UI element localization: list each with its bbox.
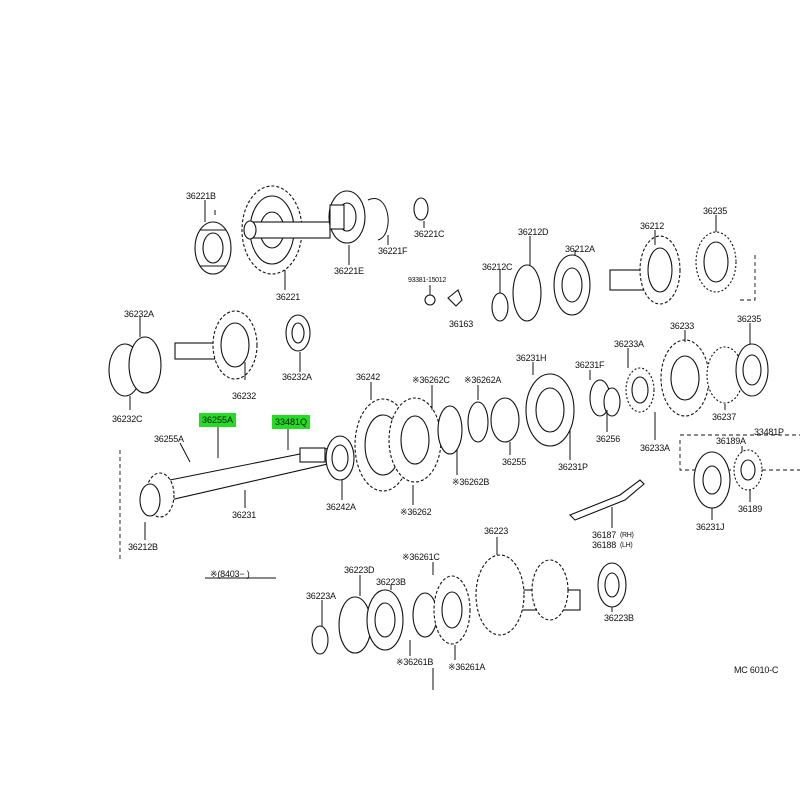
label-36262: ※36262 [400,507,432,517]
part-36262-hub [388,397,442,483]
part-93381-plug [424,294,436,306]
label-36221B: 36221B [186,191,216,201]
part-36262A-ring [467,401,489,443]
label-36232A-2: 36232A [282,372,312,382]
label-36235-mid: 36235 [737,314,762,324]
label-36233A: 36233A [614,339,644,349]
part-36221F-snap-ring [367,198,389,241]
label-36189A: 36189A [716,436,746,446]
part-36223B-hub [366,589,404,651]
label-36261C: ※36261C [402,552,440,562]
part-36235-ring-mid [735,343,769,397]
label-36231F: 36231F [575,360,605,370]
label-36189: 36189 [738,504,763,514]
leader-lines [129,200,751,690]
label-36223B-2: 36223B [604,613,634,623]
label-36261B: ※36261B [396,657,434,667]
part-36232A-collar [285,314,311,352]
part-36221B-bearing [194,221,232,275]
part-36189-gear [733,449,763,491]
label-36242A: 36242A [326,502,356,512]
label-36233: 36233 [670,321,695,331]
part-36235-ring-top [695,231,737,293]
label-36235-top: 36235 [703,206,728,216]
label-36187-rh: (RH) [620,532,634,539]
part-36223A-ring [311,625,329,655]
part-36233-gear [660,339,710,417]
diagram-code: MC 6010-C [734,665,779,675]
label-36221C: 36221C [414,229,445,239]
part-36212A-bearing [553,254,591,316]
label-36262C: ※36262C [412,375,450,385]
label-36231J: 36231J [696,522,725,532]
label-36212B: 36212B [128,542,158,552]
label-36223D: 36223D [344,565,375,575]
part-36187-lever [569,479,645,521]
label-36256: 36256 [596,434,621,444]
label-36232A: 36232A [124,309,154,319]
label-36212D: 36212D [518,227,549,237]
part-36212-input-gear [609,235,681,305]
label-33481P: 33481P [754,427,784,437]
part-36223B-bearing [597,562,627,608]
label-36223: 36223 [484,526,509,536]
label-36163: 36163 [449,319,474,329]
part-36262C-ring [437,405,463,455]
part-36231-main-shaft [139,444,346,518]
label-36261A: ※36261A [448,662,486,672]
label-36255A-highlighted: 36255A [199,413,237,427]
label-36255: 36255 [502,457,527,467]
part-36231H-bearing [525,373,575,447]
label-36242: 36242 [356,372,381,382]
label-36233A-2: 36233A [640,443,670,453]
label-date-note: ※(8403− ) [210,569,250,579]
part-36256-ring [603,387,621,417]
part-36232A-bearing [128,336,162,394]
label-36188-lh: (LH) [620,542,633,549]
label-33481Q-highlighted: 33481Q [272,415,311,429]
label-36255A: 36255A [154,434,184,444]
part-36221-counter-gear [241,185,331,275]
label-36223A: 36223A [306,591,336,601]
label-36188: 36188 [592,540,617,550]
part-36231J-bearing [693,451,731,509]
part-36232-gear [174,310,258,380]
part-36255-ring [490,397,520,443]
label-36212: 36212 [640,221,665,231]
part-36221C-ring [413,197,429,221]
label-36262A: ※36262A [464,375,502,385]
part-36242A-bearing [325,435,355,481]
label-36237: 36237 [712,412,737,422]
part-36212C-ring [491,292,509,322]
label-36223B: 36223B [376,577,406,587]
part-36163-clip [447,289,463,307]
part-36223D-ring [338,596,372,654]
part-36261B-ring [412,592,438,638]
part-36223-counter-gear [475,554,581,636]
label-36231H: 36231H [516,353,547,363]
label-36231: 36231 [232,510,257,520]
label-36232C: 36232C [112,414,143,424]
label-36212A: 36212A [565,244,595,254]
part-36221E-bearing [328,190,366,244]
label-93381: 93381-15012 [408,277,446,284]
label-36221: 36221 [276,292,301,302]
label-36221F: 36221F [378,246,408,256]
label-36221E: 36221E [334,266,364,276]
label-36262B: ※36262B [452,477,490,487]
label-36187: 36187 [592,530,617,540]
part-36233A-needle-bearing [625,367,655,413]
part-36261A-gear [433,575,471,645]
label-36232: 36232 [232,391,257,401]
label-36212C: 36212C [482,262,513,272]
part-36212D-ring [512,264,542,322]
label-36231P: 36231P [558,462,588,472]
